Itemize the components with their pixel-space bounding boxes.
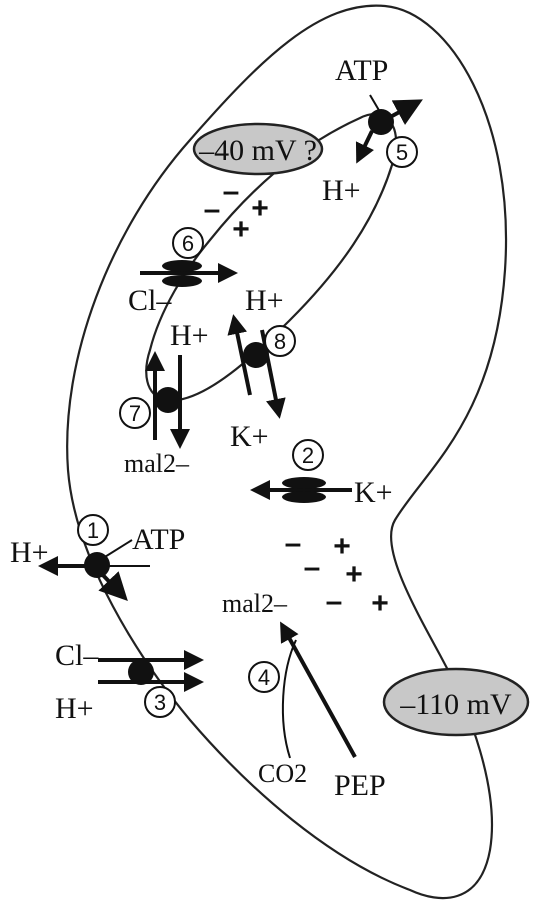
transporter-2: 2 K+ (254, 440, 393, 509)
t1-hplus-label: H+ (10, 536, 49, 569)
transporter-4: mal2– 4 CO2 PEP (222, 589, 386, 802)
t6-number: 6 (182, 231, 194, 256)
t6-cl-label: Cl– (128, 284, 172, 317)
t7-number: 7 (129, 401, 141, 426)
t3-cl-label: Cl– (55, 639, 99, 672)
t1-pump-dot (84, 552, 110, 578)
plus-sign: + (345, 558, 363, 591)
t4-co2-curve (283, 640, 296, 758)
t5-pump-dot (368, 109, 394, 135)
vacuole-potential-badge: –40 mV ? (194, 124, 322, 174)
t2-channel-bottom (282, 491, 326, 503)
t5-hplus-arrow (358, 131, 372, 160)
transporter-8: H+ 8 K+ (230, 284, 295, 453)
plus-sign: + (371, 587, 389, 620)
t5-hplus-label: H+ (322, 174, 361, 207)
t8-k-label: K+ (230, 420, 269, 453)
t7-dot (155, 387, 181, 413)
minus-sign: – (304, 551, 321, 584)
t5-atp-label: ATP (335, 54, 388, 87)
plasma-membrane-charges: – + – + – + (285, 527, 389, 620)
t2-k-label: K+ (354, 476, 393, 509)
t4-number: 4 (258, 665, 270, 690)
minus-sign: – (285, 527, 302, 560)
t3-number: 3 (154, 690, 166, 715)
t3-hplus-label: H+ (55, 692, 94, 725)
t8-number: 8 (274, 329, 286, 354)
t4-pep-label: PEP (334, 769, 386, 802)
minus-sign: – (204, 193, 221, 226)
transporter-1: 1 H+ ATP (10, 515, 185, 597)
t1-atp-label: ATP (132, 523, 185, 556)
t4-co2-label: CO2 (258, 759, 307, 788)
vacuole-potential-label: –40 mV ? (198, 134, 317, 167)
t2-number: 2 (302, 443, 314, 468)
minus-sign: – (223, 175, 240, 208)
t2-channel-top (282, 477, 326, 489)
cytoplasm-potential-badge: –110 mV (384, 669, 528, 735)
minus-sign: – (326, 585, 343, 618)
transporter-6: 6 Cl– (128, 228, 234, 317)
plus-sign: + (232, 213, 250, 246)
t8-hplus-label: H+ (245, 284, 284, 317)
t7-hplus-label: H+ (170, 319, 209, 352)
t1-number: 1 (87, 518, 99, 543)
transporter-3: Cl– 3 H+ (55, 639, 200, 725)
t4-mal-label: mal2– (222, 589, 288, 618)
transporter-7: H+ 7 mal2– (120, 319, 209, 478)
t5-number: 5 (396, 140, 408, 165)
t7-mal-label: mal2– (124, 449, 190, 478)
t6-channel-top (162, 260, 202, 272)
cytoplasm-potential-label: –110 mV (399, 688, 512, 721)
t3-dot (128, 659, 154, 685)
plus-sign: + (251, 192, 269, 225)
